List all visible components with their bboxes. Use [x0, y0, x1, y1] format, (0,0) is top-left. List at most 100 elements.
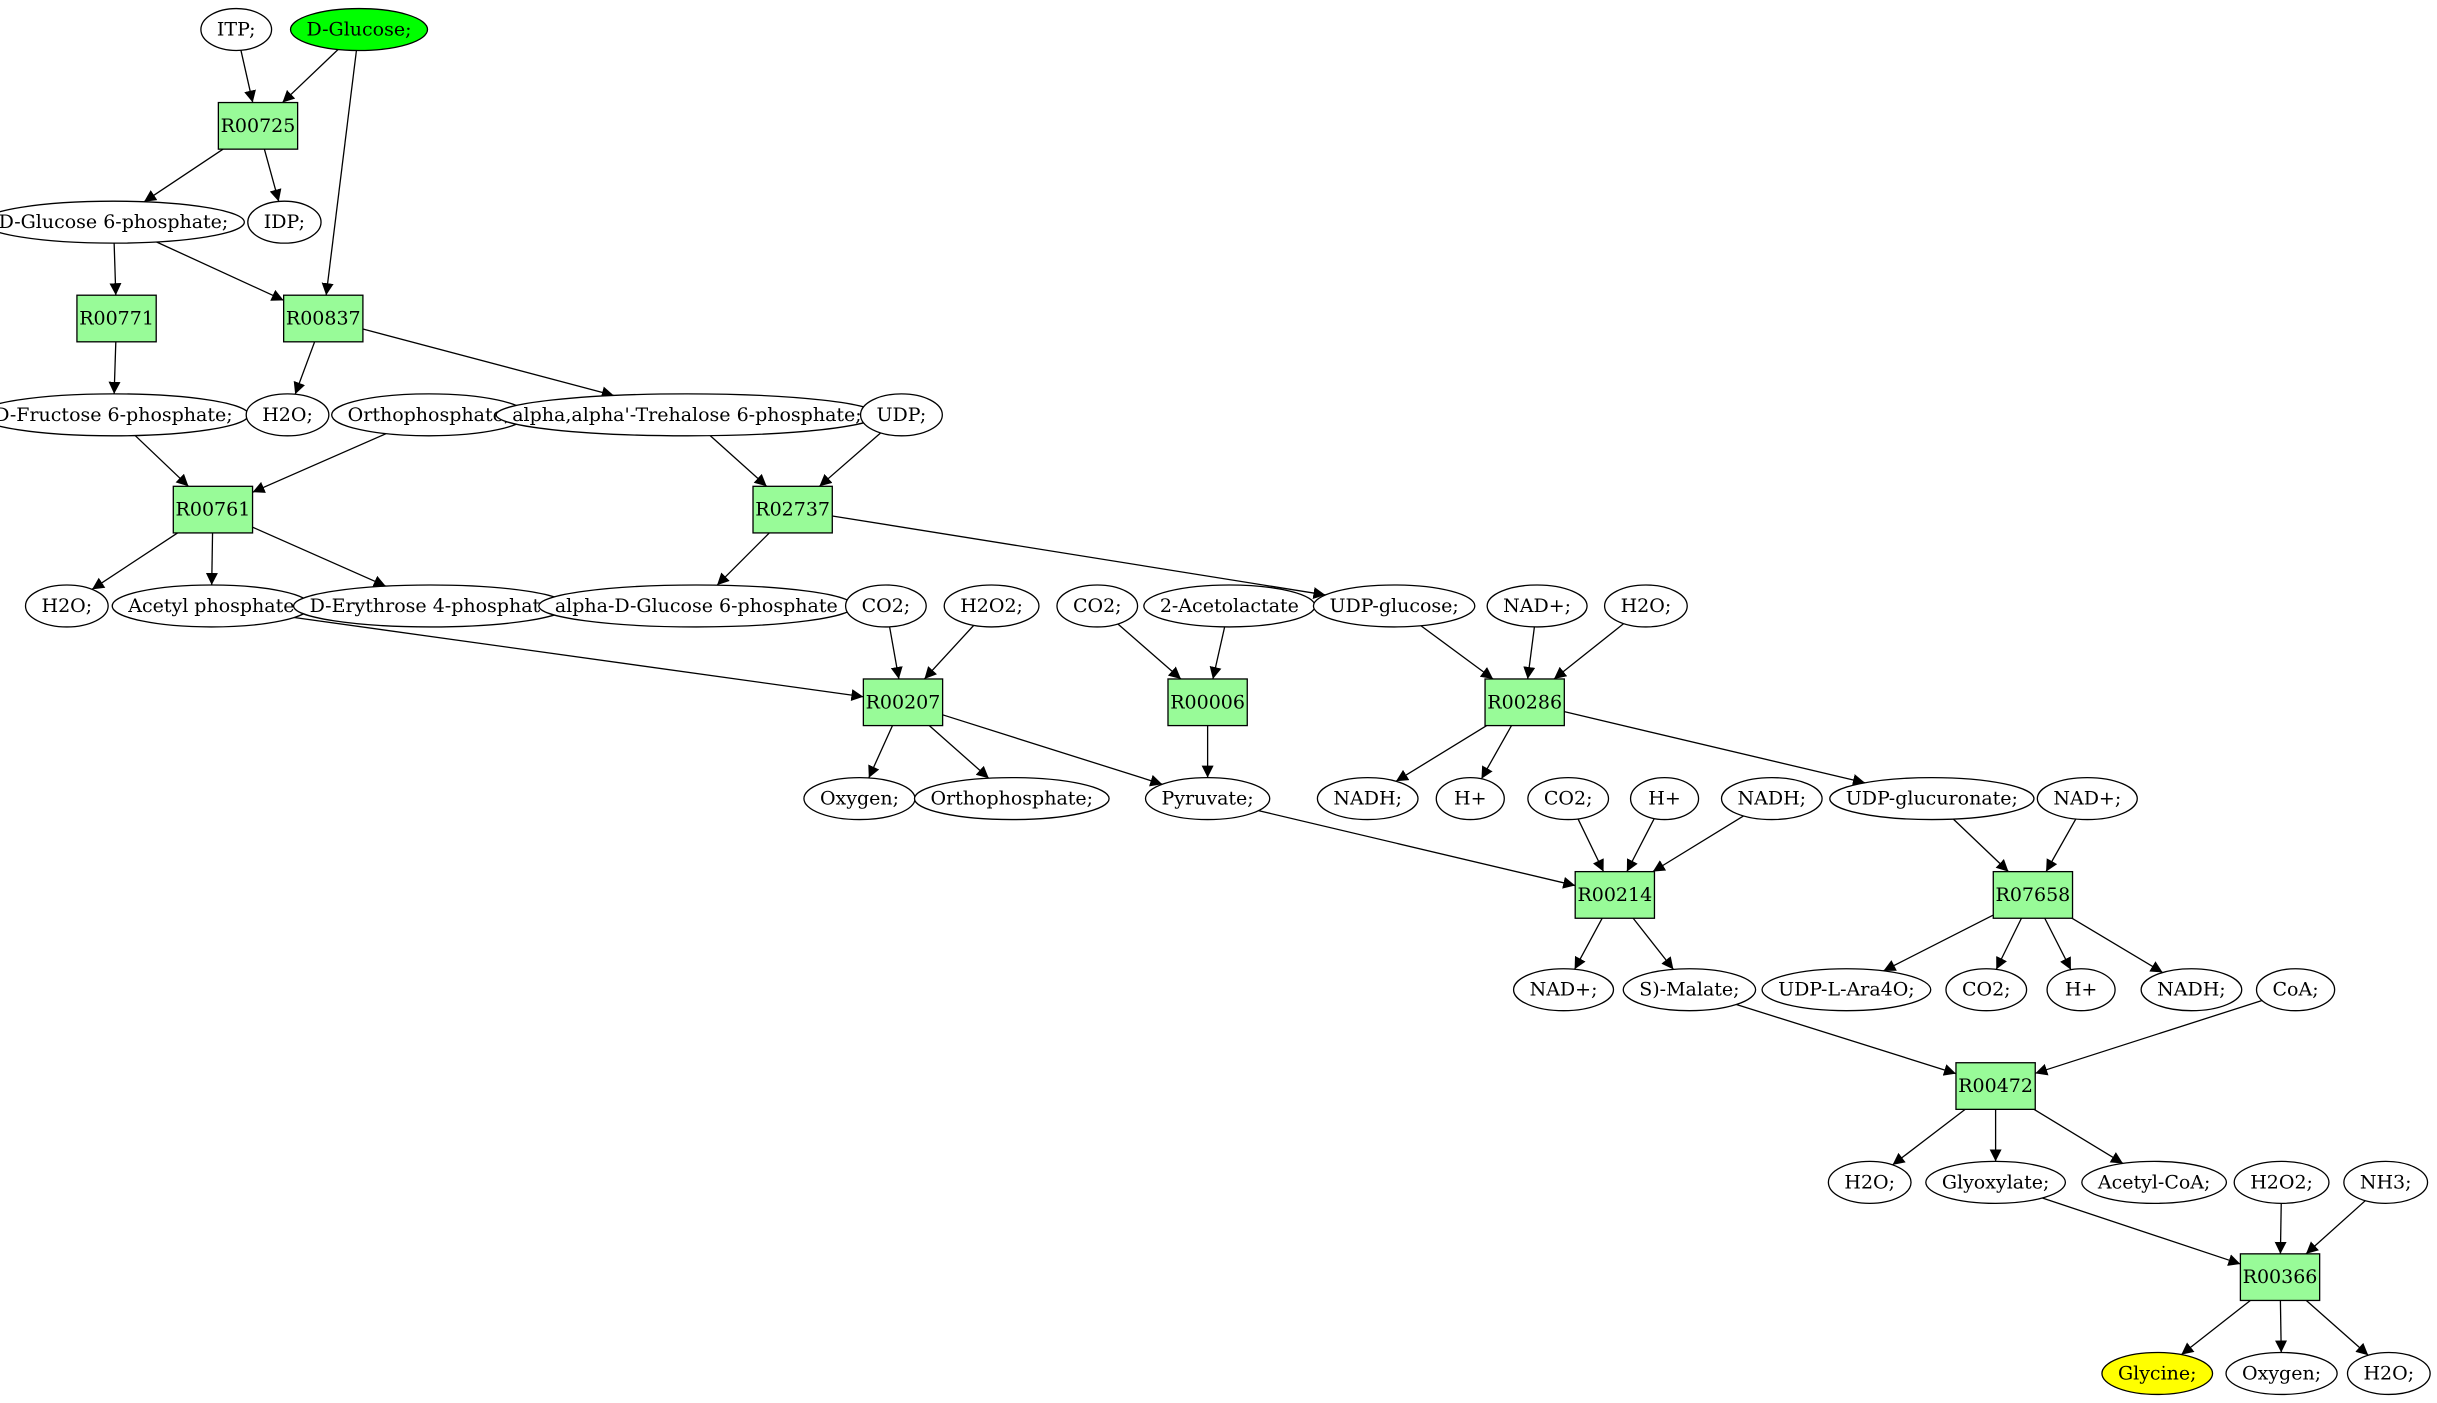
node-label: R00207: [866, 691, 941, 713]
compound-ellipse: [1622, 968, 1757, 1012]
compound-node-c_smalate: S)-Malate;: [1622, 968, 1757, 1012]
edge-r_R00214-to-c_smalate: [1632, 917, 1674, 970]
node-label: R00214: [1577, 884, 1652, 906]
reaction-box: [1992, 870, 2074, 919]
node-label: Pyruvate;: [1162, 788, 1254, 810]
reaction-box: [282, 294, 364, 343]
reaction-node-r_R00472: R00472: [1955, 1062, 2036, 1110]
compound-ellipse: [1945, 968, 2028, 1012]
compound-node-c_nh3: NH3;: [2343, 1160, 2429, 1204]
reaction-node-r_R00214: R00214: [1574, 870, 1656, 919]
reaction-node-r_R00771: R00771: [76, 294, 157, 343]
compound-node-c_acetylcoa: Acetyl-CoA;: [2081, 1160, 2228, 1204]
edge-c_h2o2_2-to-r_R00366: [2274, 1203, 2287, 1254]
compound-node-c_nadp_3: NAD+;: [1512, 968, 1615, 1012]
edge-c_co2_3-to-r_R00214: [1577, 818, 1605, 872]
reaction-box: [862, 678, 944, 727]
compound-node-c_hplus_2: H+: [1629, 776, 1700, 821]
node-label: R00366: [2243, 1266, 2318, 1288]
edge-r_R07658-to-c_nadh_3: [2071, 917, 2163, 974]
compound-ellipse: [2233, 1160, 2330, 1204]
compound-ellipse: [859, 393, 943, 437]
compound-node-c_oxygen_1: Oxygen;: [803, 776, 916, 821]
edge-r_R00214-to-c_nadp_3: [1574, 917, 1603, 970]
edge-r_R07658-to-c_hplus_3: [2044, 917, 2072, 970]
node-label: R00725: [221, 115, 296, 137]
reaction-box: [217, 101, 299, 150]
compound-node-c_hplus_3: H+: [2046, 968, 2116, 1012]
compound-node-c_h2o_5: H2O;: [2346, 1351, 2431, 1396]
reaction-node-r_R00761: R00761: [172, 485, 254, 534]
node-label: R00837: [286, 308, 361, 330]
edge-r_R00725-to-c_idp: [263, 148, 282, 202]
node-label: H2O;: [42, 595, 93, 617]
node-label: H2O;: [1621, 595, 1672, 617]
compound-node-c_udp: UDP;: [859, 393, 943, 437]
node-label: D-Fructose 6-phosphate;: [0, 404, 233, 426]
edge-c_dglucose-to-r_R00837: [321, 50, 358, 296]
node-label: H+: [1648, 788, 1681, 810]
edge-c_dglucose-to-r_R00725: [281, 49, 339, 104]
node-label: Acetyl-CoA;: [2097, 1171, 2211, 1193]
compound-ellipse: [2346, 1351, 2431, 1396]
compound-node-c_h2o_4: H2O;: [1827, 1160, 1912, 1204]
compound-ellipse: [24, 584, 109, 628]
node-label: R02737: [755, 499, 830, 521]
edge-r_R00286-to-c_hplus_1: [1480, 725, 1513, 780]
compound-node-c_df6p: D-Fructose 6-phosphate;: [0, 393, 250, 437]
compound-ellipse: [1056, 584, 1139, 628]
node-label: H+: [1454, 788, 1487, 810]
edge-r_R00286-to-c_nadh_1: [1395, 725, 1488, 782]
compound-ellipse: [943, 584, 1040, 628]
reaction-node-r_R00207: R00207: [862, 678, 944, 727]
edge-c_h2o2_1-to-r_R00207: [923, 624, 975, 680]
edge-r_R00725-to-c_dg6p: [143, 148, 224, 203]
compound-node-c_glycine: Glycine;: [2101, 1351, 2214, 1396]
edges-layer: [91, 49, 2369, 1356]
edge-r_R00286-to-c_udpglucuronate: [1564, 711, 1866, 786]
compound-node-c_derythrose4p: D-Erythrose 4-phosphate: [292, 584, 569, 628]
reaction-node-r_R00006: R00006: [1167, 678, 1248, 727]
compound-node-c_idp: IDP;: [247, 200, 322, 244]
edge-c_smalate-to-r_R00472: [1736, 1003, 1957, 1076]
compound-node-c_nadp_2: NAD+;: [2036, 776, 2138, 821]
node-label: Oxygen;: [820, 788, 899, 810]
node-label: Glycine;: [2118, 1362, 2197, 1384]
edge-c_nadp_2-to-r_R07658: [2045, 818, 2077, 872]
edge-r_R00207-to-c_orthophosphate_2: [928, 725, 990, 779]
compound-node-c_co2_1: CO2;: [844, 584, 927, 628]
edge-r_R00207-to-c_pyruvate: [942, 714, 1163, 787]
compound-node-c_nadp_1: NAD+;: [1486, 584, 1588, 628]
node-label: H2O2;: [2250, 1171, 2313, 1193]
compound-node-c_dg6p: D-Glucose 6-phosphate;: [0, 200, 245, 244]
reaction-box: [1574, 870, 1656, 919]
compound-ellipse: [1629, 776, 1700, 821]
edge-r_R00837-to-c_trehalose6p: [362, 328, 614, 399]
edge-c_dg6p-to-r_R00837: [156, 241, 284, 301]
edge-c_co2_1-to-r_R00207: [888, 626, 903, 680]
edge-r_R00761-to-c_h2o_2: [91, 532, 178, 590]
node-label: IDP;: [264, 211, 305, 233]
compound-ellipse: [2140, 968, 2243, 1012]
edge-c_nadh_2-to-r_R00214: [1652, 815, 1744, 873]
compound-ellipse: [1486, 584, 1588, 628]
edge-c_orthophosphate_1-to-r_R00761: [252, 433, 387, 493]
node-label: Orthophosphate;: [348, 404, 511, 426]
compound-node-c_trehalose6p: alpha,alpha'-Trehalose 6-phosphate;: [495, 393, 879, 437]
edge-r_R02737-to-c_udpglucose: [832, 515, 1326, 599]
edge-c_acetylphosphate-to-r_R00207: [294, 616, 864, 702]
node-label: NAD+;: [1530, 979, 1598, 1001]
node-label: H2O;: [1844, 1171, 1895, 1193]
node-label: CO2;: [1073, 595, 1122, 617]
node-label: R00006: [1170, 691, 1245, 713]
compound-ellipse: [913, 776, 1110, 821]
edge-r_R00366-to-c_oxygen_2: [2275, 1300, 2288, 1353]
edge-r_R00761-to-c_derythrose4p: [252, 526, 387, 587]
compound-node-c_coa: CoA;: [2255, 968, 2336, 1012]
reaction-box: [2239, 1253, 2321, 1302]
reaction-box: [172, 485, 254, 534]
edge-r_R00366-to-c_h2o_5: [2305, 1299, 2369, 1356]
node-label: UDP-L-Ara4O;: [1778, 979, 1915, 1001]
compound-node-c_glyoxylate: Glyoxylate;: [1925, 1160, 2067, 1204]
